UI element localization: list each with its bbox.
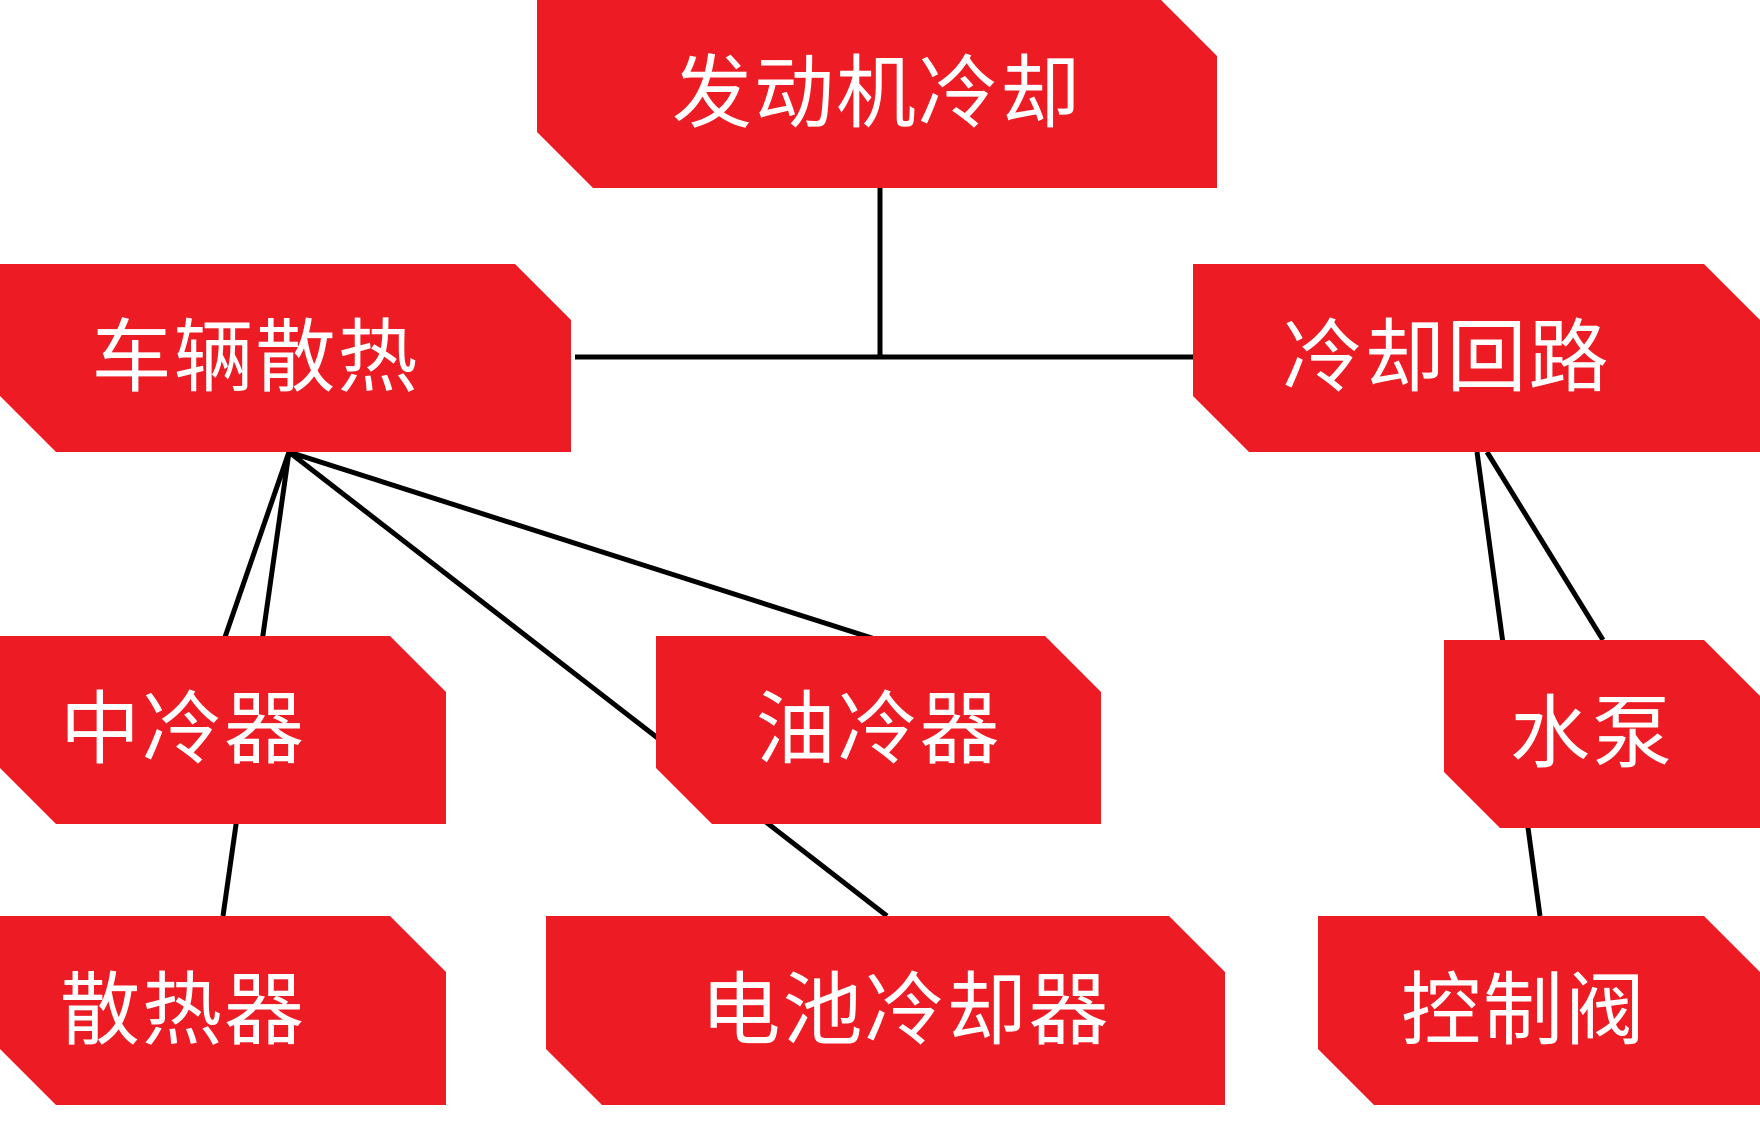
edge-loop-water-pump <box>1484 450 1606 642</box>
node-vehicle-heat-dissipation-label: 车辆散热 <box>91 311 420 404</box>
node-oil-cooler-label: 油冷器 <box>755 683 1002 776</box>
node-vehicle-heat-dissipation: 车辆散热 <box>0 264 571 452</box>
node-water-pump-label: 水泵 <box>1510 687 1674 780</box>
edge-vehicle-battery-cooler <box>287 450 889 918</box>
node-engine-cooling: 发动机冷却 <box>537 0 1217 188</box>
node-cooling-loop: 冷却回路 <box>1193 264 1760 452</box>
node-battery-cooler: 电池冷却器 <box>546 916 1225 1105</box>
node-cooling-loop-label: 冷却回路 <box>1282 311 1611 404</box>
node-control-valve-label: 控制阀 <box>1401 963 1647 1057</box>
node-intercooler-label: 中冷器 <box>60 683 306 776</box>
node-radiator: 散热器 <box>0 916 446 1105</box>
node-control-valve: 控制阀 <box>1318 916 1760 1105</box>
node-water-pump: 水泵 <box>1444 640 1760 828</box>
edge-vehicle-oil-cooler <box>288 449 879 643</box>
node-intercooler: 中冷器 <box>0 636 446 824</box>
node-battery-cooler-label: 电池冷却器 <box>700 963 1111 1057</box>
edge-vehicle-intercooler <box>221 451 292 641</box>
node-oil-cooler: 油冷器 <box>656 636 1101 824</box>
node-radiator-label: 散热器 <box>60 963 306 1057</box>
node-engine-cooling-label: 发动机冷却 <box>672 47 1082 140</box>
